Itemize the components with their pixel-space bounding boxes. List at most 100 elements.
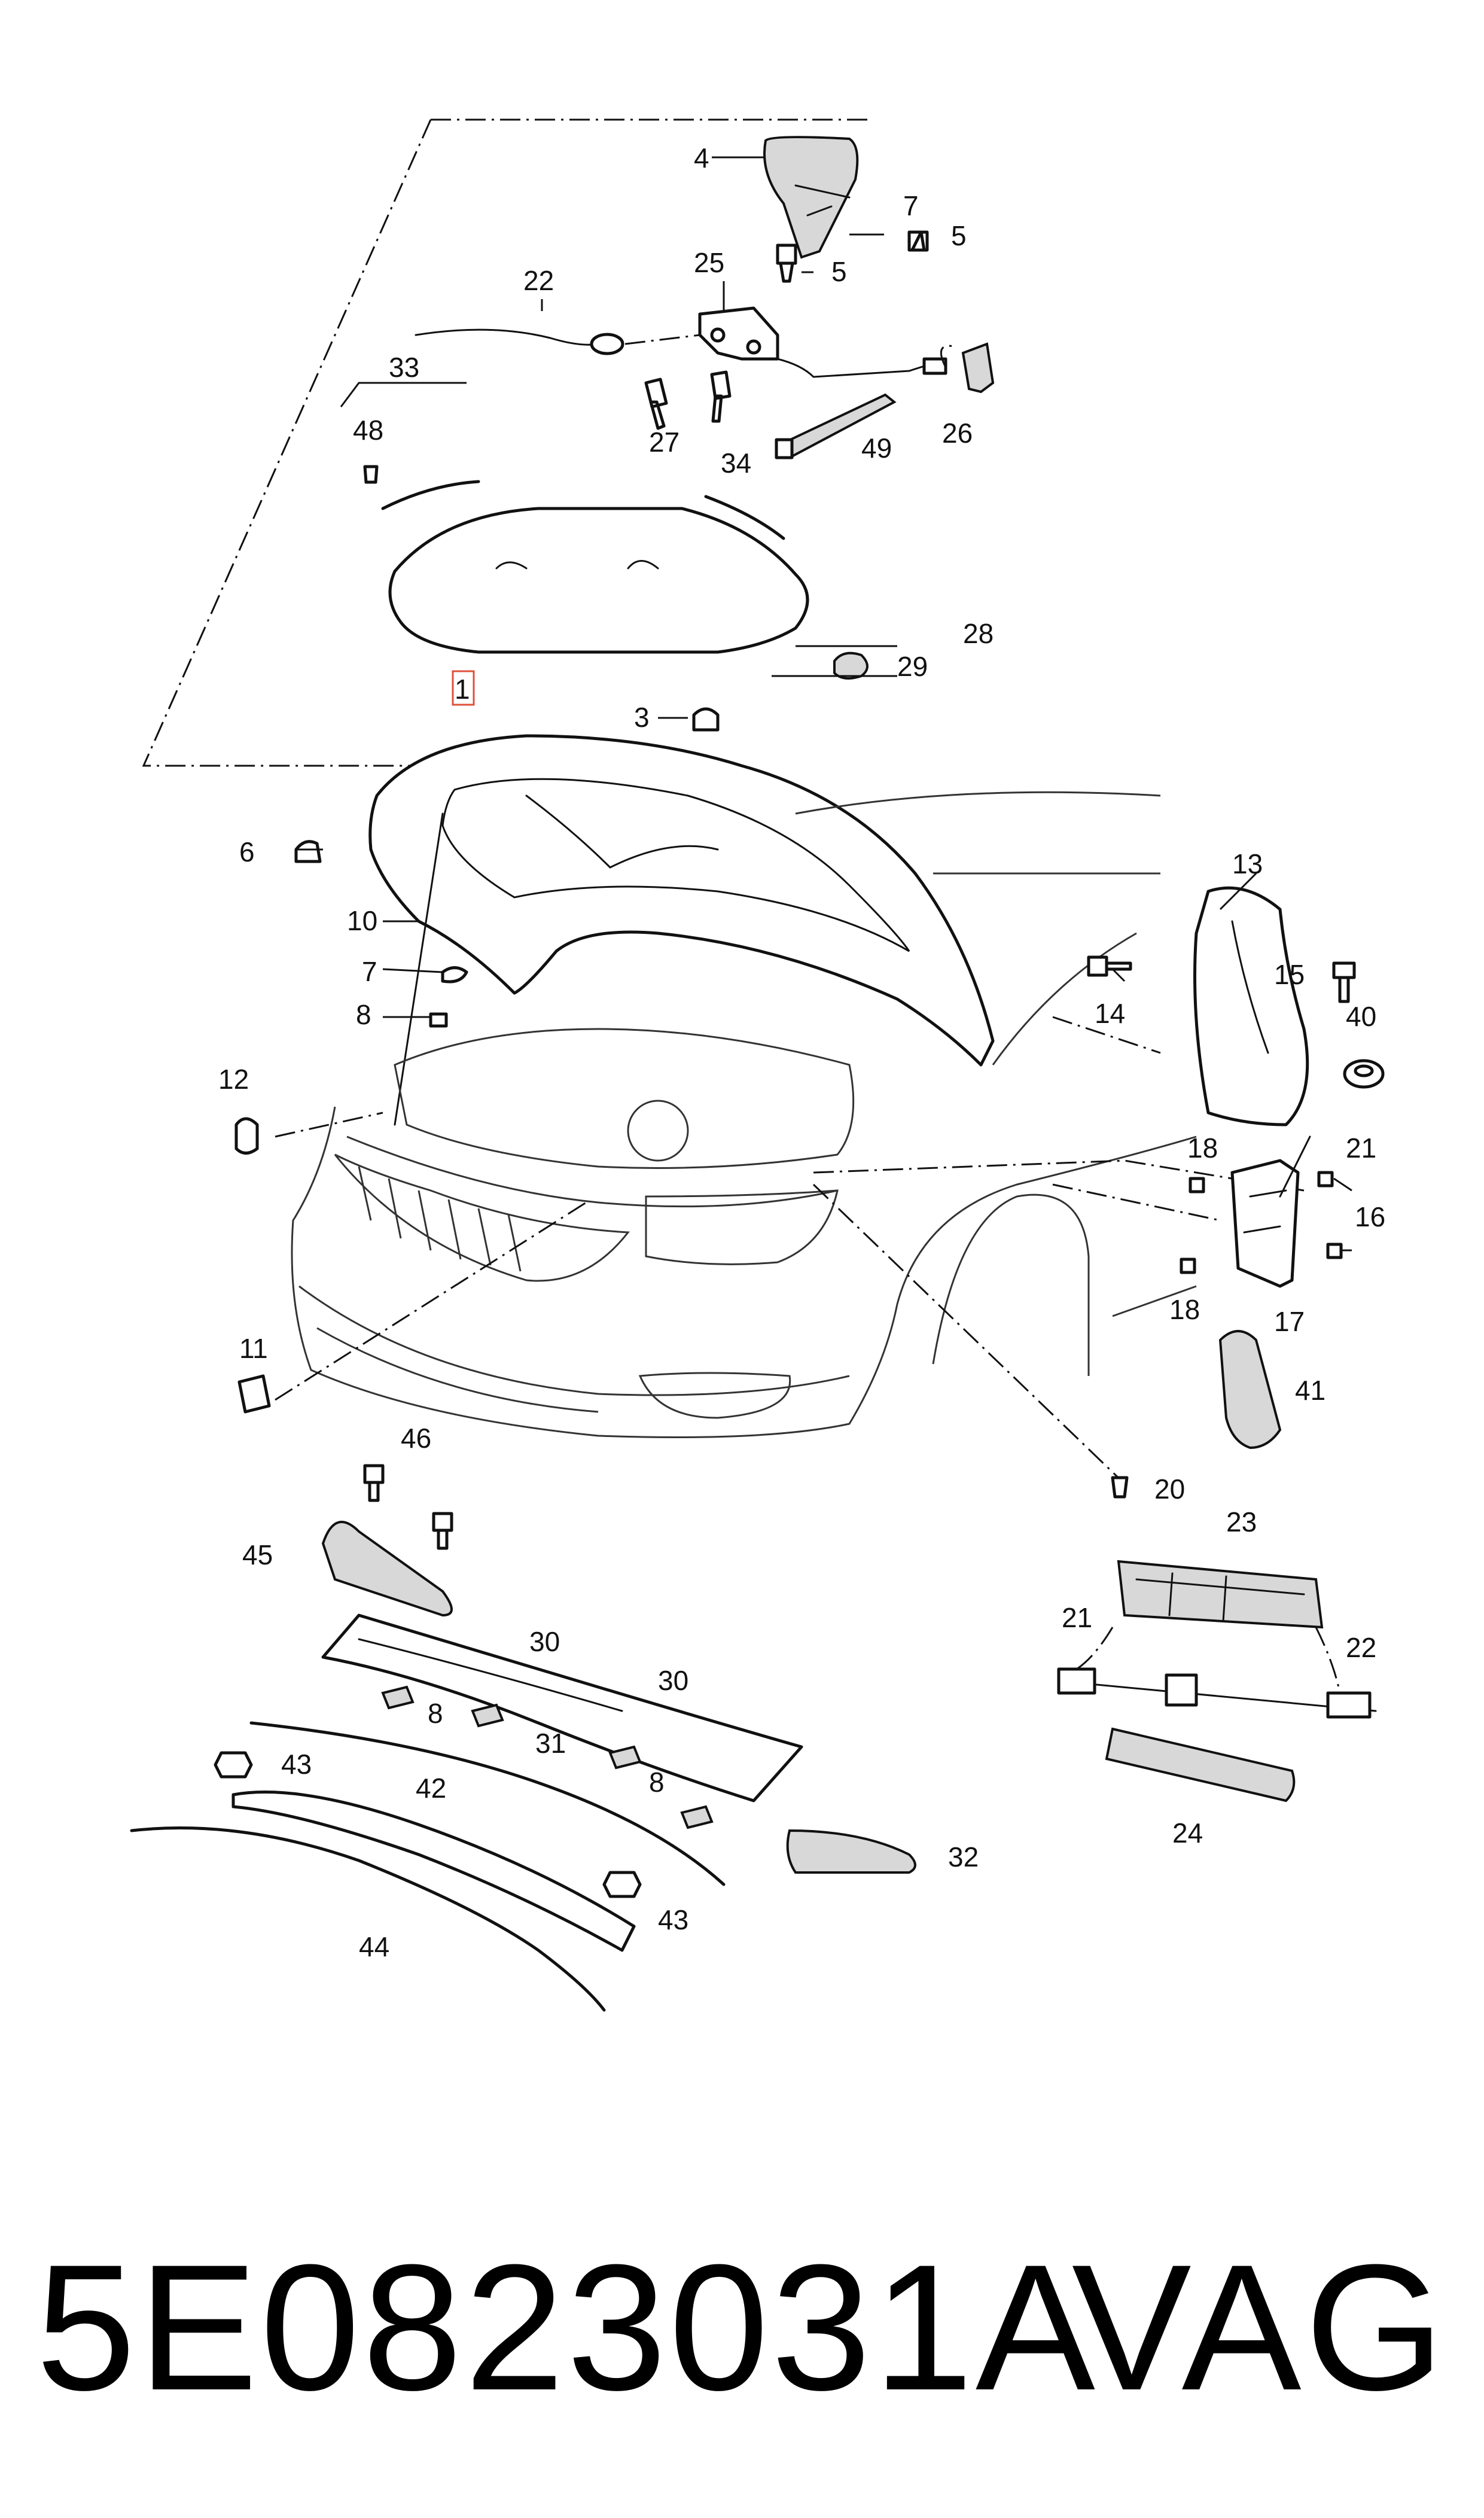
callout-28: 28 bbox=[963, 618, 994, 649]
callout-8: 8 bbox=[649, 1767, 665, 1798]
plenum-30 bbox=[321, 1613, 803, 1803]
fender-liner-13 bbox=[1193, 886, 1309, 1126]
callout-17: 17 bbox=[1274, 1306, 1305, 1337]
callout-labels: 1 3 4 5 5 6 7 7 8 8 8 10 11 12 13 14 15 … bbox=[218, 142, 1385, 1962]
bolt-27a bbox=[644, 377, 668, 430]
cover-32 bbox=[786, 1829, 916, 1874]
callout-8: 8 bbox=[428, 1698, 443, 1729]
callout-48: 48 bbox=[353, 415, 383, 446]
seal-33 bbox=[381, 480, 480, 510]
callout-5: 5 bbox=[951, 220, 967, 251]
part-footer: 5E0823031A VAG bbox=[0, 2202, 1484, 2453]
callout-21: 21 bbox=[1062, 1602, 1092, 1633]
connector-22 bbox=[1326, 1691, 1372, 1719]
callout-4: 4 bbox=[694, 142, 709, 173]
callout-26: 26 bbox=[942, 418, 973, 449]
hood-latch-group bbox=[415, 136, 995, 459]
buffer-8 bbox=[429, 1012, 448, 1028]
bumper bbox=[298, 1285, 850, 1396]
nut-43b bbox=[602, 1871, 642, 1898]
tee-center bbox=[1165, 1673, 1198, 1707]
headlight bbox=[645, 1189, 839, 1265]
callout-8: 8 bbox=[356, 999, 371, 1030]
callout-21: 21 bbox=[1346, 1132, 1376, 1164]
callout-6: 6 bbox=[239, 836, 255, 867]
clip-48 bbox=[363, 465, 379, 484]
callout-7: 7 bbox=[903, 190, 919, 221]
seal-31 bbox=[249, 1721, 726, 1886]
bolt-27b bbox=[710, 370, 732, 423]
callout-49: 49 bbox=[861, 433, 892, 464]
callout-40: 40 bbox=[1346, 1001, 1376, 1032]
brand-name: VAG bbox=[1071, 2227, 1448, 2428]
cowl-group bbox=[130, 1613, 916, 2012]
highlight-box-1 bbox=[452, 670, 475, 706]
buffer-7 bbox=[441, 966, 468, 984]
callout-10: 10 bbox=[347, 905, 377, 936]
left-small-parts bbox=[234, 1117, 453, 1617]
screw-46b bbox=[432, 1512, 453, 1550]
leader-lines bbox=[296, 156, 1352, 1252]
callout-43: 43 bbox=[658, 1904, 688, 1935]
screw-18b bbox=[1180, 1258, 1196, 1274]
cover-24 bbox=[1105, 1727, 1296, 1803]
cover-45 bbox=[321, 1521, 453, 1617]
callout-31: 31 bbox=[535, 1728, 566, 1759]
nut-43a bbox=[214, 1751, 253, 1779]
clip-8a bbox=[381, 1685, 415, 1710]
callout-30: 30 bbox=[529, 1626, 560, 1657]
hood-insulation-group bbox=[294, 465, 869, 863]
callout-25: 25 bbox=[694, 247, 724, 278]
cable-22 bbox=[415, 328, 599, 346]
callout-1: 1 bbox=[455, 674, 470, 705]
fog-lamp bbox=[638, 1372, 791, 1419]
callout-3: 3 bbox=[634, 702, 650, 733]
callout-34: 34 bbox=[721, 447, 751, 479]
bolt-5b bbox=[907, 230, 929, 252]
part-number: 5E0823031A bbox=[36, 2227, 1098, 2428]
hinge-group bbox=[1087, 886, 1385, 1499]
wheel-arch bbox=[932, 1193, 1090, 1376]
callout-45: 45 bbox=[242, 1539, 273, 1570]
callout-23: 23 bbox=[1226, 1506, 1257, 1537]
clip-29 bbox=[833, 651, 869, 680]
callout-44: 44 bbox=[359, 1931, 389, 1962]
bolt-14 bbox=[1087, 955, 1132, 977]
housing-23 bbox=[1117, 1560, 1324, 1629]
screw-18a bbox=[1189, 1177, 1205, 1193]
callout-27: 27 bbox=[649, 427, 679, 458]
callout-15: 15 bbox=[1274, 959, 1305, 990]
clip-8c bbox=[608, 1745, 642, 1770]
callout-41: 41 bbox=[1295, 1375, 1325, 1406]
callout-18: 18 bbox=[1169, 1294, 1200, 1325]
pad-41 bbox=[1218, 1330, 1282, 1450]
hood-panel bbox=[368, 734, 995, 1126]
callout-12: 12 bbox=[218, 1064, 249, 1095]
bolt-15 bbox=[1332, 961, 1356, 1003]
callout-14: 14 bbox=[1095, 998, 1125, 1029]
clip-8d bbox=[680, 1805, 714, 1829]
callout-33: 33 bbox=[389, 352, 419, 383]
seal-34 bbox=[704, 495, 785, 540]
bolt-5a bbox=[776, 243, 797, 283]
cable-to-handle bbox=[776, 358, 925, 378]
callout-18: 18 bbox=[1187, 1132, 1218, 1164]
callout-32: 32 bbox=[948, 1841, 979, 1872]
clip-8b bbox=[471, 1703, 504, 1728]
seal-44 bbox=[130, 1826, 606, 2012]
engine-bay bbox=[394, 1028, 855, 1169]
callout-5: 5 bbox=[831, 256, 847, 287]
callout-7: 7 bbox=[362, 956, 377, 987]
hose-21-22 bbox=[1058, 1680, 1377, 1712]
washer-group bbox=[1057, 1560, 1377, 1803]
callout-16: 16 bbox=[1355, 1201, 1385, 1232]
assembly-outline bbox=[142, 118, 873, 767]
screw-16a bbox=[1317, 1171, 1334, 1188]
exploded-parts-diagram: 1 3 4 5 5 6 7 7 8 8 8 10 11 12 13 14 15 … bbox=[130, 118, 1385, 2012]
clip-20 bbox=[1111, 1476, 1129, 1499]
callout-24: 24 bbox=[1172, 1817, 1203, 1849]
rod-21 bbox=[1279, 1135, 1311, 1198]
callout-20: 20 bbox=[1154, 1473, 1185, 1505]
callout-46: 46 bbox=[401, 1423, 431, 1454]
callout-22: 22 bbox=[1346, 1632, 1376, 1663]
